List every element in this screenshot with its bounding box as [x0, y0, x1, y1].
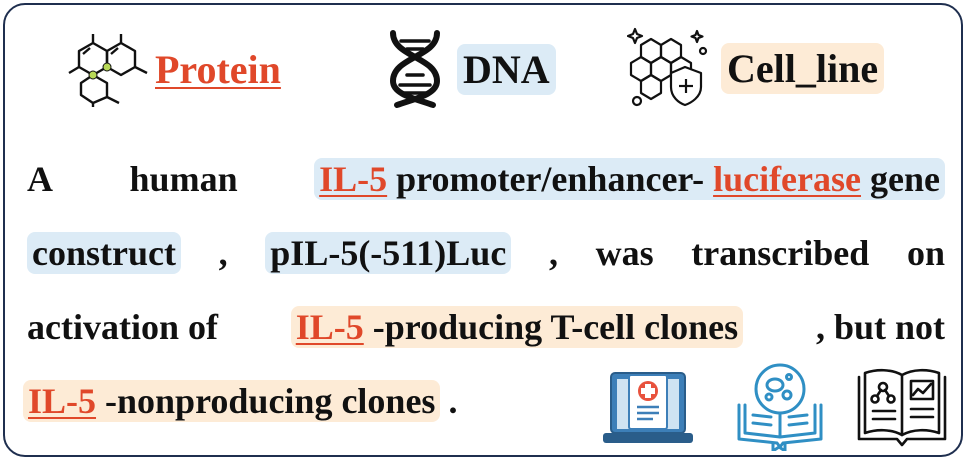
word: human [129, 159, 238, 199]
dna-helix-icon [389, 30, 441, 108]
entity-text: promoter/enhancer- [396, 159, 705, 199]
sentence-line-3: activation of IL-5 -producing T-cell clo… [27, 303, 945, 351]
entity-cell-line-span: IL-5 -nonproducing clones [23, 380, 441, 422]
word: transcribed [691, 233, 870, 273]
entity-dna: pIL-5(-511)Luc [265, 232, 512, 274]
punctuation: , [218, 233, 228, 273]
legend-label-dna: DNA [457, 43, 556, 95]
legend-protein: Protein [63, 31, 285, 107]
cells-shield-icon [627, 27, 708, 107]
word: on [906, 233, 945, 273]
entity-text: gene [870, 159, 940, 199]
sentence-line-2: construct , pIL-5(-511)Luc , was transcr… [27, 229, 945, 277]
entity-text: -nonproducing clones [105, 381, 436, 421]
entity-protein: luciferase [713, 159, 861, 199]
legend-label-protein: Protein [155, 46, 281, 92]
sentence-line-4: IL-5 -nonproducing clones . [23, 377, 547, 425]
microscope-book-icon [737, 363, 823, 451]
legend-cell-line: Cell_line [627, 27, 885, 109]
entity-protein: IL-5 [319, 159, 388, 199]
legend-label-cell-line: Cell_line [721, 42, 885, 94]
punctuation: . [448, 381, 458, 421]
plain-text: activation of [27, 307, 218, 347]
word: was [595, 233, 654, 273]
figure-frame: Protein DNA [3, 3, 963, 457]
punctuation: , [548, 233, 558, 273]
sentence-line-1: A human IL-5 promoter/enhancer- lucifera… [27, 155, 945, 203]
entity-protein: IL-5 [28, 381, 97, 421]
legend-dna: DNA [383, 29, 556, 109]
entity-dna: construct [27, 232, 181, 274]
research-book-icon [857, 368, 947, 447]
entity-text: -producing T-cell clones [372, 307, 739, 347]
entity-dna-span: IL-5 promoter/enhancer- luciferase gene [314, 158, 945, 200]
molecule-icon [68, 34, 148, 107]
medical-laptop-icon [603, 372, 693, 443]
entity-protein: IL-5 [295, 307, 364, 347]
plain-text: , but not [815, 307, 945, 347]
entity-cell-line-span: IL-5 -producing T-cell clones [290, 306, 744, 348]
word: A [27, 159, 53, 199]
